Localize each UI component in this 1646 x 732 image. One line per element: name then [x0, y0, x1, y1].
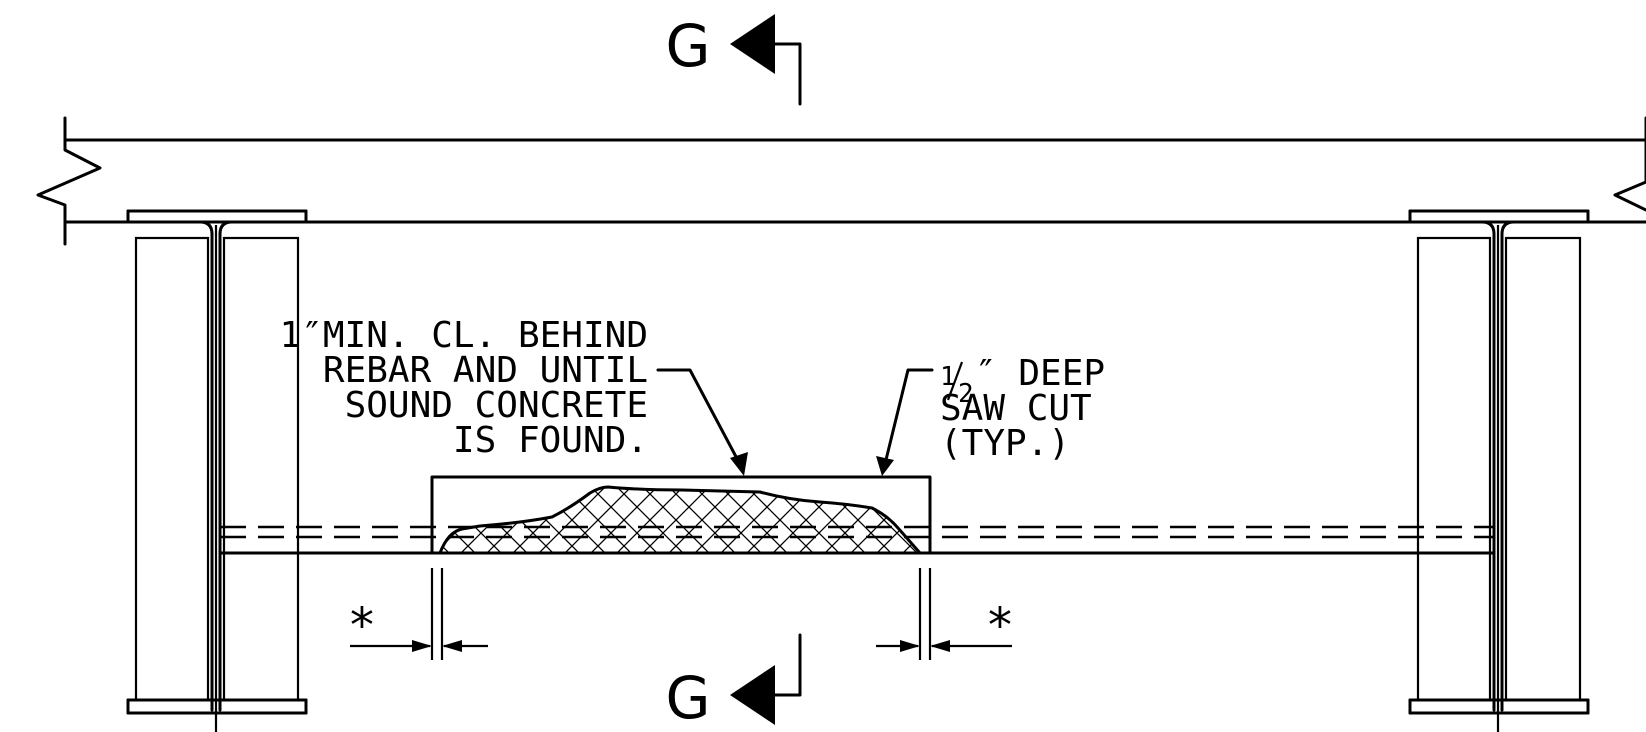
dimension-right: *: [876, 568, 1014, 660]
section-arrow-bottom: [730, 665, 775, 725]
section-label-top: G: [666, 12, 711, 80]
saw-cut-leader: [882, 368, 934, 470]
cover-note-arrowhead: [730, 452, 748, 476]
saw-cut-fraction-numerator: 1: [940, 362, 956, 392]
left-break-line: [36, 116, 102, 246]
dimension-left: *: [348, 568, 488, 660]
cover-note-leader: [656, 368, 744, 470]
dimension-mark-right: *: [986, 598, 1015, 654]
section-label-bottom: G: [666, 664, 711, 732]
saw-cut-note-line-1: ″ DEEP: [975, 353, 1105, 394]
cover-note-line-4: IS FOUND.: [453, 420, 648, 461]
saw-cut-fraction-denominator: 2: [958, 379, 974, 409]
section-cut-bottom: G: [666, 633, 802, 732]
repair-area: [430, 475, 932, 555]
section-cut-top: G: [666, 12, 802, 106]
cover-note-line-3: SOUND CONCRETE: [345, 385, 648, 426]
saw-cut-outline: [430, 475, 932, 555]
right-girder: [1408, 209, 1590, 732]
section-arrow-top: [730, 14, 775, 74]
cover-note-line-1: 1″MIN. CL. BEHIND: [280, 315, 648, 356]
cover-note: 1″MIN. CL. BEHIND REBAR AND UNTIL SOUND …: [280, 315, 748, 476]
deck-slab: [36, 116, 1646, 246]
dimension-mark-left: *: [348, 598, 377, 654]
saw-cut-note: 1 2 ″ DEEP SAW CUT (TYP.): [876, 353, 1105, 476]
saw-cut-note-line-3: (TYP.): [940, 423, 1070, 464]
saw-cut-note-line-2: SAW CUT: [940, 388, 1092, 429]
saw-cut-arrowhead: [876, 456, 894, 476]
cover-note-line-2: REBAR AND UNTIL: [323, 350, 648, 391]
right-break-line: [1613, 116, 1646, 212]
removal-hatch: [438, 485, 922, 555]
left-girder: [126, 209, 308, 732]
